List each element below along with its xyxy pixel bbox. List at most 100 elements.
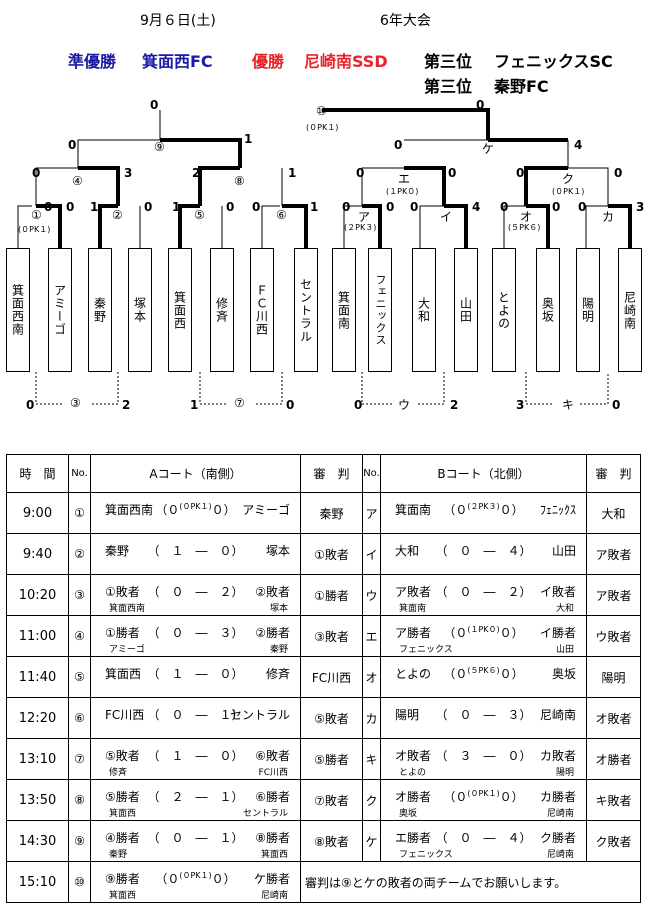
match-o-label: オ: [520, 210, 533, 224]
runner-up-team: 箕面西FC: [142, 52, 213, 71]
match-7-score-left: 1: [190, 398, 199, 412]
a-referee: 秦野: [300, 492, 363, 534]
a-left-team: 箕面西: [105, 667, 142, 681]
match-e-pk: (１PK０): [386, 187, 419, 196]
a-left-sub: 修斉: [109, 768, 128, 778]
a-left-sub: アミーゴ: [109, 645, 145, 655]
runner-up-label: 準優勝: [68, 52, 117, 71]
a-score: （ ０ ― １）: [147, 706, 243, 723]
b-referee: ア敗者: [586, 533, 641, 575]
champion-team: 尼崎南SSD: [304, 52, 388, 71]
a-score: （ ０ ― ３）: [147, 624, 243, 641]
third-place-team-1: フェニックスSC: [494, 52, 613, 71]
match-time: 14:30: [6, 820, 69, 862]
a-right-sub: 秦野: [269, 645, 288, 655]
b-score: （ ０ ― ４）: [435, 542, 531, 559]
schedule-row: 14:30 ⑨ ④勝者 （ ０ ― １） ⑧勝者 秦野 箕面西 ⑧敗者 ケ エ勝…: [6, 820, 641, 862]
b-score-main: （０: [443, 626, 468, 640]
match-2-score-left: 1: [90, 200, 99, 214]
b-left-sub: 箕面南: [399, 604, 427, 614]
b-referee: 大和: [586, 492, 641, 534]
schedule-header-row: 時 間 No. Aコート（南側） 審 判 No. Bコート（北側） 審 判: [6, 454, 641, 493]
team-box: 陽明: [576, 248, 600, 372]
match-9-score-left: 0: [68, 138, 77, 152]
final-note: 審判は⑨とケの敗者の両チームでお願いします。: [300, 861, 641, 903]
match-ku-score-left: 0: [516, 166, 525, 180]
a-referee: ⑤敗者: [300, 697, 363, 739]
header-b-court: Bコート（北側）: [380, 454, 587, 493]
event-date: 9月６日(土): [140, 13, 216, 29]
b-match-no: ク: [362, 779, 381, 821]
match-4-score-right: 3: [124, 166, 133, 180]
b-score: （０(０PK１)０）: [443, 788, 523, 805]
schedule-row: 13:50 ⑧ ⑤勝者 （ ２ ― １） ⑥勝者 箕面西 セントラル ⑦敗者 ク…: [6, 779, 641, 821]
b-match-no: エ: [362, 615, 381, 657]
schedule-row: 12:20 ⑥ FC川西 （ ０ ― １） セントラル ⑤敗者 カ 陽明 （ ０…: [6, 697, 641, 739]
final-right-sub: 尼崎南: [260, 891, 288, 901]
header-a-court: Aコート（南側）: [90, 454, 301, 493]
match-ke-score-left: 0: [394, 138, 403, 152]
b-right-team: 尼崎南: [539, 708, 576, 722]
b-score-main: （ ０ ― ４）: [435, 831, 532, 845]
b-left-sub: 奥坂: [399, 809, 418, 819]
a-court-match: ①敗者 （ ０ ― ２） ②敗者 箕面西南 塚本: [90, 574, 301, 616]
a-left-sub: 秦野: [109, 850, 128, 860]
a-right-sub: 塚本: [269, 604, 288, 614]
team-box: セントラル: [294, 248, 318, 372]
a-match-no: ②: [68, 533, 91, 575]
b-match-no: カ: [362, 697, 381, 739]
a-referee: ⑧敗者: [300, 820, 363, 862]
match-5-score-left: 1: [172, 200, 181, 214]
b-score: （０(２PK３)０）: [443, 501, 523, 518]
match-time: 9:00: [6, 492, 69, 534]
b-right-team: カ敗者: [539, 749, 576, 763]
b-score: （０(１PK０)０）: [443, 624, 523, 641]
b-right-team: 山田: [551, 544, 576, 558]
final-no: ⑩: [68, 861, 91, 903]
match-ka-label: カ: [602, 210, 615, 224]
match-time: 9:40: [6, 533, 69, 575]
b-score: （ ０ ― ３）: [435, 706, 531, 723]
a-court-match: 箕面西 （ １ ― ０） 修斉: [90, 656, 301, 698]
a-score-main: （ ０ ― １）: [147, 708, 244, 722]
a-score-main: （０: [155, 503, 180, 517]
a-right-team: ②敗者: [255, 585, 290, 599]
a-score: （ １ ― ０）: [147, 542, 243, 559]
b-left-team: 陽明: [395, 708, 420, 722]
b-left-team: オ敗者: [395, 749, 432, 763]
b-score-main: （ ３ ― ０）: [435, 749, 532, 763]
final-left-team: ⑨勝者: [105, 872, 140, 886]
match-1-score-left: 0: [44, 200, 53, 214]
b-court-match: 大和 （ ０ ― ４） 山田: [380, 533, 587, 575]
team-box: 尼崎南: [618, 248, 642, 372]
a-right-sub: セントラル: [242, 809, 288, 819]
header-time: 時 間: [6, 454, 69, 493]
a-right-team: セントラル: [229, 708, 290, 722]
match-3-label: ③: [70, 396, 81, 410]
match-ka-score-right: 3: [636, 200, 645, 214]
b-referee: オ勝者: [586, 738, 641, 780]
b-pk: (０PK１): [467, 789, 500, 798]
team-box: 山田: [454, 248, 478, 372]
b-court-match: 箕面南 （０(２PK３)０） ﾌｪﾆｯｸｽ: [380, 492, 587, 534]
a-score-main: （ ０ ― ３）: [147, 626, 244, 640]
match-ki-score-right: 0: [612, 398, 621, 412]
match-i-label: イ: [440, 210, 453, 224]
b-left-team: ア勝者: [395, 626, 432, 640]
team-box: 箕面西: [168, 248, 192, 372]
b-score-end: ０）: [499, 626, 524, 640]
match-a-label: ア: [358, 210, 371, 224]
match-time: 11:00: [6, 615, 69, 657]
schedule-row: 11:00 ④ ①勝者 （ ０ ― ３） ②勝者 アミーゴ 秦野 ③敗者 エ ア…: [6, 615, 641, 657]
match-ku-label: ク: [562, 172, 575, 186]
match-6-score-right: 1: [310, 200, 319, 214]
a-match-no: ④: [68, 615, 91, 657]
match-o-score-left: 0: [500, 200, 509, 214]
a-score-end: ０）: [211, 503, 236, 517]
match-i-score-left: 0: [410, 200, 419, 214]
match-9-score-right: 1: [244, 132, 253, 146]
match-7-score-right: 0: [286, 398, 295, 412]
event-title: 6年大会: [380, 13, 431, 29]
a-right-team: ⑥敗者: [255, 749, 290, 763]
b-left-team: ア敗者: [395, 585, 432, 599]
